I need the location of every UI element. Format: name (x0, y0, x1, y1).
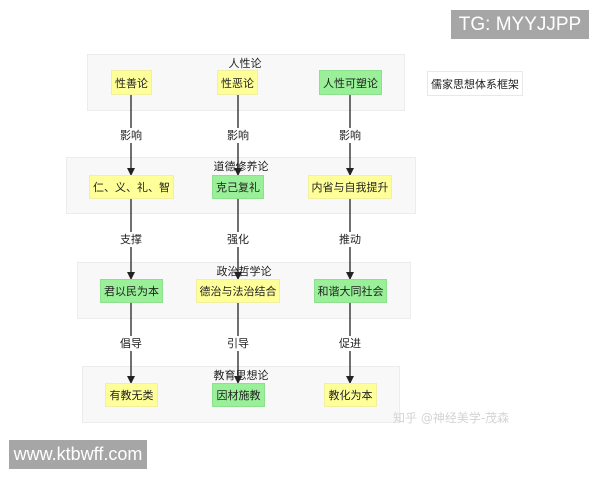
edge-label: 支撑 (120, 232, 142, 247)
edge-label: 促进 (339, 336, 361, 351)
watermark-site: www.ktbwff.com (9, 440, 147, 469)
node-junyiminweiben[interactable]: 君以民为本 (100, 279, 163, 303)
edge-label: 强化 (227, 232, 249, 247)
node-yincai-shijiao[interactable]: 因材施教 (212, 383, 265, 407)
edge-label: 推动 (339, 232, 361, 247)
node-renxing-kesu[interactable]: 人性可塑论 (319, 70, 382, 95)
node-ren-yi-li-zhi[interactable]: 仁、义、礼、智 (89, 175, 174, 199)
watermark-zhihu: 知乎 @神经美学-茂森 (393, 411, 510, 425)
node-hexie-datong[interactable]: 和谐大同社会 (314, 279, 387, 303)
cluster-title: 教育思想论 (213, 369, 269, 382)
cluster-title: 人性论 (228, 57, 262, 70)
edge-label: 倡导 (120, 336, 142, 351)
node-dezhi-fazhi[interactable]: 德治与法治结合 (196, 279, 280, 303)
node-xinge[interactable]: 性恶论 (217, 70, 258, 95)
watermark-tg: TG: MYYJJPP (451, 10, 589, 39)
edge-label: 影响 (339, 128, 361, 143)
diagram-title-box: 儒家思想体系框架 (427, 71, 523, 96)
node-jiaohua-weiben[interactable]: 教化为本 (324, 383, 377, 407)
node-xingshan[interactable]: 性善论 (111, 70, 152, 95)
edge-label: 引导 (227, 336, 249, 351)
edge-label: 影响 (120, 128, 142, 143)
edge-label: 影响 (227, 128, 249, 143)
cluster-title: 道德修养论 (213, 160, 269, 173)
cluster-title: 政治哲学论 (216, 265, 272, 278)
node-keji-fuli[interactable]: 克己复礼 (212, 175, 264, 199)
node-youjiao-wulei[interactable]: 有教无类 (105, 383, 158, 407)
node-neixing[interactable]: 内省与自我提升 (308, 175, 392, 199)
